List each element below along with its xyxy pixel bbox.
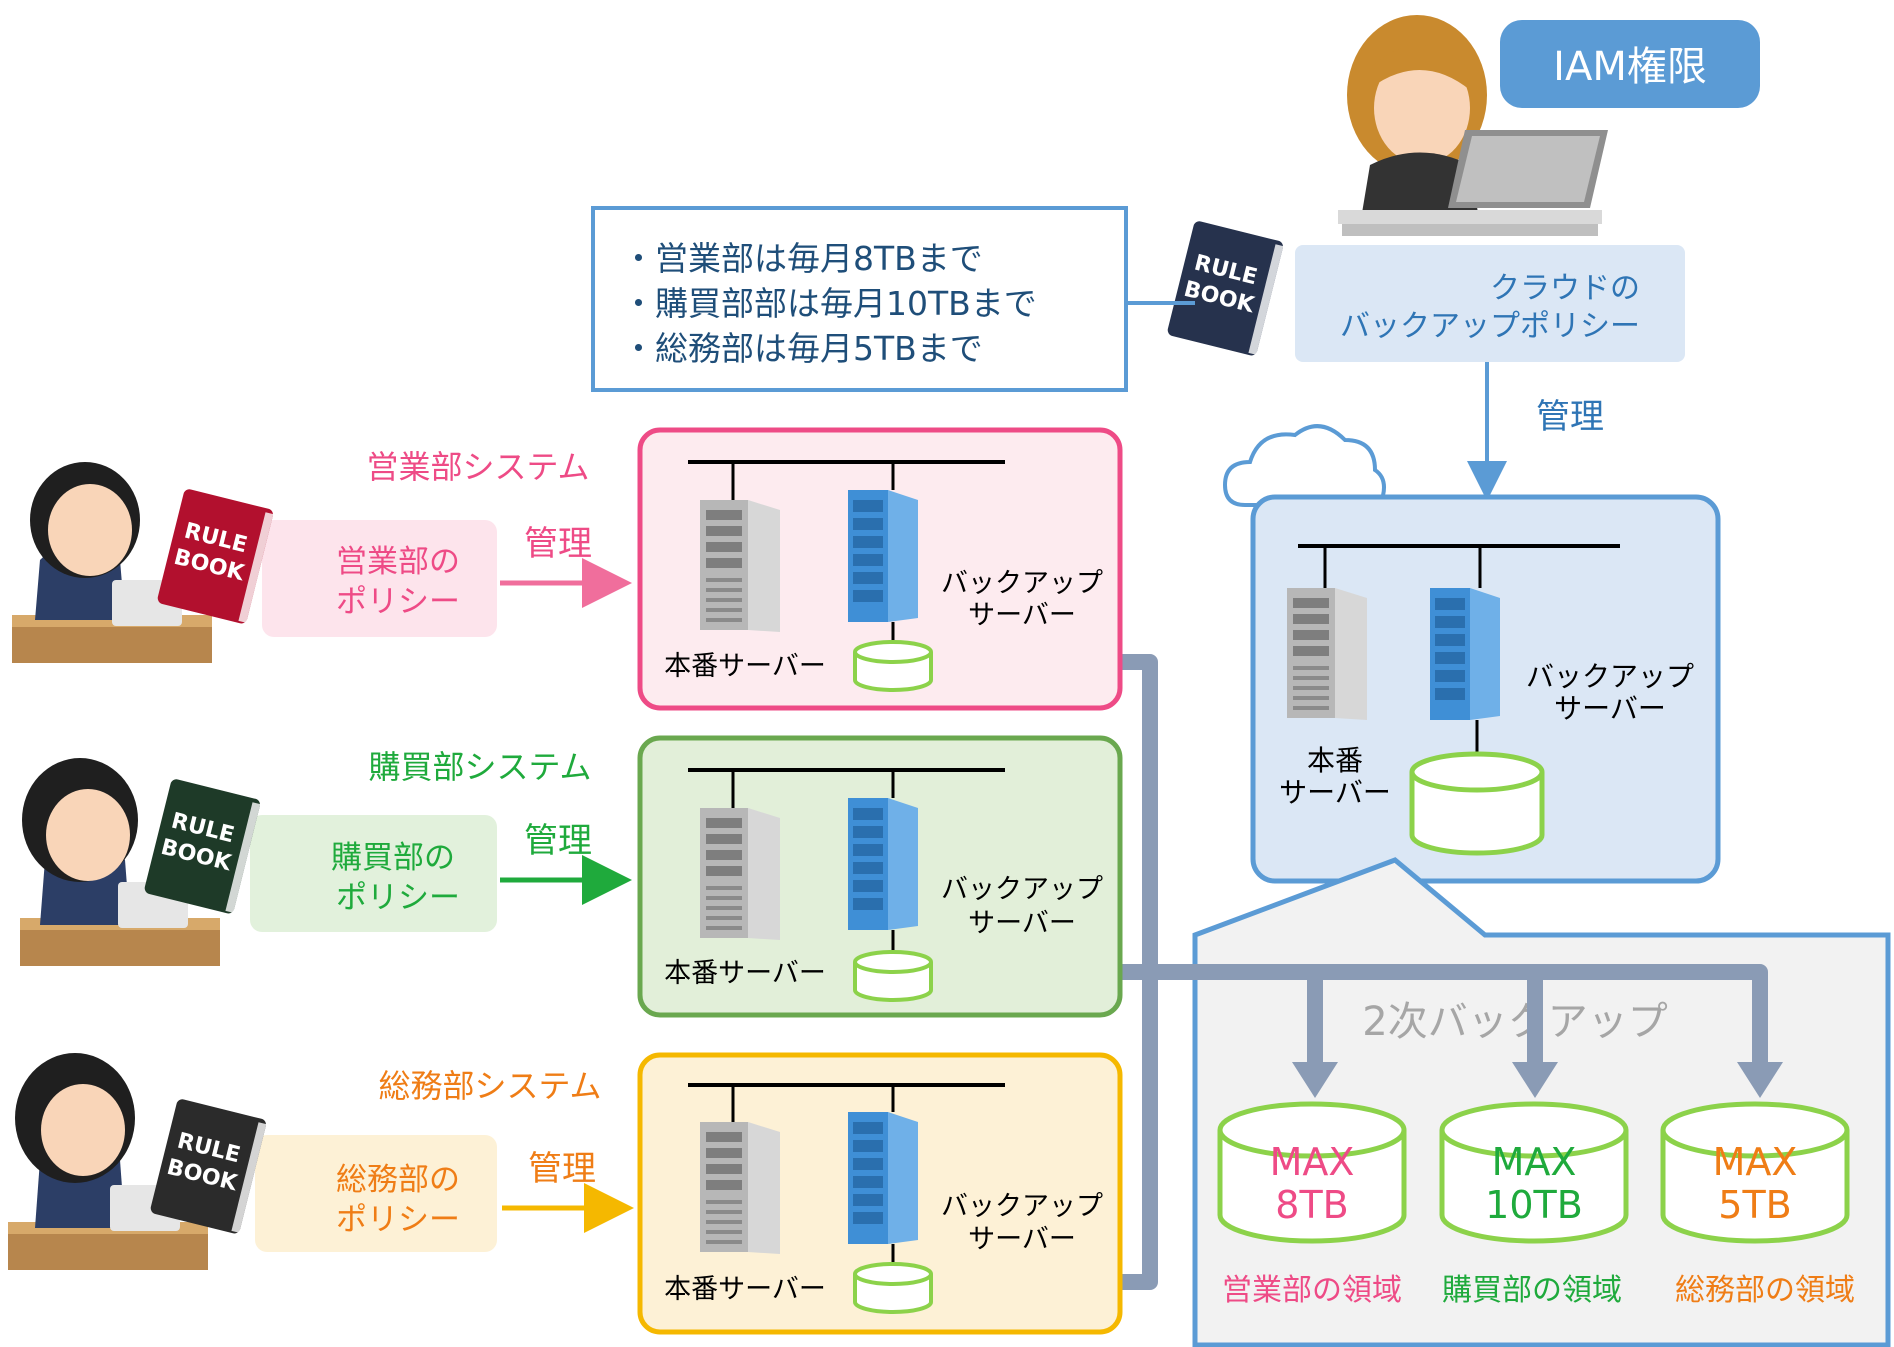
cylinder-general-affairs-size: 5TB xyxy=(1718,1183,1791,1227)
cloud-policy-panel xyxy=(1295,245,1685,362)
general-affairs-policy-panel xyxy=(255,1135,497,1252)
purchasing-person-illustration xyxy=(20,758,220,966)
purchasing-manage-label: 管理 xyxy=(524,821,592,861)
cylinder-general-affairs-max: MAX xyxy=(1713,1140,1798,1184)
purchasing-backup-server-icon xyxy=(848,798,918,930)
general-affairs-production-label: 本番サーバー xyxy=(664,1274,826,1305)
policy-line-2: ・購買部部は毎月10TBまで xyxy=(622,284,1037,323)
general-affairs-policy-line1: 総務部の xyxy=(336,1162,460,1198)
region-label-general-affairs: 総務部の領域 xyxy=(1675,1273,1855,1308)
cylinder-sales xyxy=(1217,1101,1407,1244)
general-affairs-backup-server-icon xyxy=(848,1112,918,1244)
sales-backup-label-2: サーバー xyxy=(968,600,1076,631)
purchasing-storage-cylinder xyxy=(853,950,933,1002)
sales-manage-label: 管理 xyxy=(524,524,592,564)
general-affairs-person-illustration xyxy=(8,1053,208,1270)
sales-backup-server-icon xyxy=(848,490,918,622)
sales-backup-label-1: バックアップ xyxy=(941,568,1103,599)
cloud-manage-label: 管理 xyxy=(1536,397,1604,437)
cylinder-purchasing xyxy=(1439,1101,1629,1244)
policy-line-3: ・総務部は毎月5TBまで xyxy=(622,329,983,368)
cloud-backup-server-icon xyxy=(1430,588,1500,720)
sales-system-label: 営業部システム xyxy=(366,448,589,486)
purchasing-policy-line2: ポリシー xyxy=(336,880,460,916)
secondary-backup-title: 2次バックアップ xyxy=(1362,999,1667,1045)
general-affairs-policy-line2: ポリシー xyxy=(336,1202,460,1238)
sales-rule-book-icon: RULE BOOK xyxy=(156,488,275,625)
cloud-production-label-2: サーバー xyxy=(1279,776,1391,809)
purchasing-system-label: 購買部システム xyxy=(368,748,591,786)
cloud-backup-label-1: バックアップ xyxy=(1526,660,1694,693)
general-affairs-production-server-icon xyxy=(700,1122,780,1254)
purchasing-policy-line1: 購買部の xyxy=(331,840,455,876)
policy-line-1: ・営業部は毎月8TBまで xyxy=(622,239,983,278)
cylinder-purchasing-size: 10TB xyxy=(1485,1183,1583,1227)
region-label-purchasing: 購買部の領域 xyxy=(1442,1273,1622,1308)
cloud-production-label-1: 本番 xyxy=(1307,744,1363,777)
cloud-storage-cylinder xyxy=(1409,751,1545,856)
purchasing-production-label: 本番サーバー xyxy=(664,958,826,989)
purchasing-backup-label-2: サーバー xyxy=(968,908,1076,939)
purchasing-production-server-icon xyxy=(700,808,780,940)
policy-text-box xyxy=(591,206,1128,392)
general-affairs-rule-book-icon: RULE BOOK xyxy=(149,1098,268,1235)
cloud-backup-label-2: サーバー xyxy=(1554,692,1666,725)
purchasing-backup-label-1: バックアップ xyxy=(941,874,1103,905)
cylinder-sales-size: 8TB xyxy=(1275,1183,1348,1227)
purchasing-rule-book-icon: RULE BOOK xyxy=(143,778,262,915)
general-affairs-system-label: 総務部システム xyxy=(378,1067,601,1105)
sales-policy-line2: ポリシー xyxy=(336,584,460,620)
sales-storage-cylinder xyxy=(853,640,933,692)
admin-person-illustration xyxy=(1338,15,1608,236)
cylinder-purchasing-max: MAX xyxy=(1492,1140,1577,1184)
sales-policy-panel xyxy=(262,520,497,637)
cloud-production-server-icon xyxy=(1287,588,1367,720)
region-label-sales: 営業部の領域 xyxy=(1222,1273,1402,1308)
sales-production-server-icon xyxy=(700,500,780,632)
general-affairs-backup-label-1: バックアップ xyxy=(941,1191,1103,1222)
iam-badge xyxy=(1500,20,1760,108)
cylinder-sales-max: MAX xyxy=(1270,1140,1355,1184)
cylinder-general-affairs xyxy=(1660,1101,1850,1244)
general-affairs-storage-cylinder xyxy=(853,1262,933,1314)
general-affairs-manage-label: 管理 xyxy=(528,1149,596,1189)
general-affairs-backup-label-2: サーバー xyxy=(968,1224,1076,1255)
sales-policy-line1: 営業部の xyxy=(336,544,460,580)
iam-label: IAM権限 xyxy=(1553,44,1707,90)
cloud-policy-line2: バックアップポリシー xyxy=(1340,309,1640,344)
sales-production-label: 本番サーバー xyxy=(664,651,826,682)
purchasing-policy-panel xyxy=(250,815,497,932)
cloud-icon xyxy=(1222,424,1386,507)
rule-book-icon: RULE BOOK xyxy=(1166,220,1285,357)
cloud-policy-line1: クラウドの xyxy=(1490,271,1640,306)
